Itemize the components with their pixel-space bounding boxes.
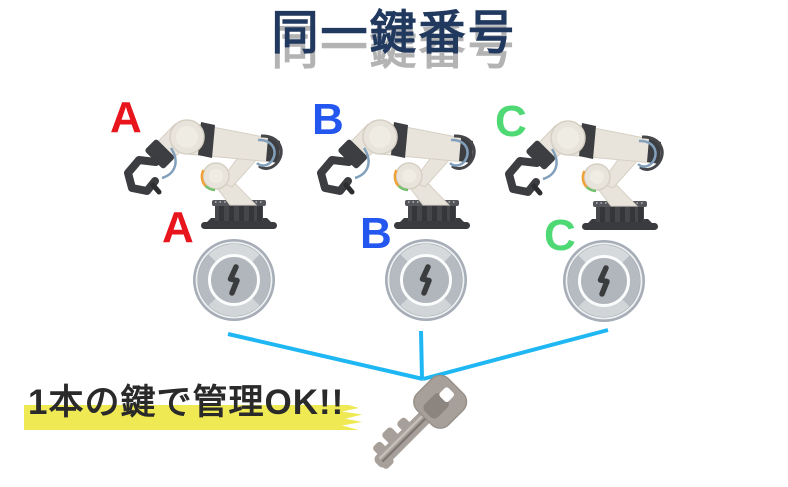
keyhole-icon [192, 238, 276, 322]
robot-label-a: A [110, 93, 142, 142]
lock-label-a: A [162, 203, 194, 252]
lock-label-c: C [544, 211, 576, 260]
robot-arm-icon [118, 112, 288, 230]
robot-label-c: C [495, 97, 527, 146]
caption-highlight-marker [24, 405, 363, 430]
keyhole-icon [384, 238, 468, 322]
caption: 1本の鍵で管理OK!! [24, 383, 363, 430]
robot-arm-icon [499, 113, 669, 231]
keyhole-icon [562, 239, 646, 323]
robot-arm-icon [311, 112, 481, 230]
lock-label-b: B [360, 209, 392, 258]
key-icon [356, 366, 476, 486]
caption-text: 1本の鍵で管理OK!! [28, 383, 345, 422]
robot-label-b: B [312, 95, 344, 144]
page-title: 同一鍵番号 [271, 6, 517, 59]
